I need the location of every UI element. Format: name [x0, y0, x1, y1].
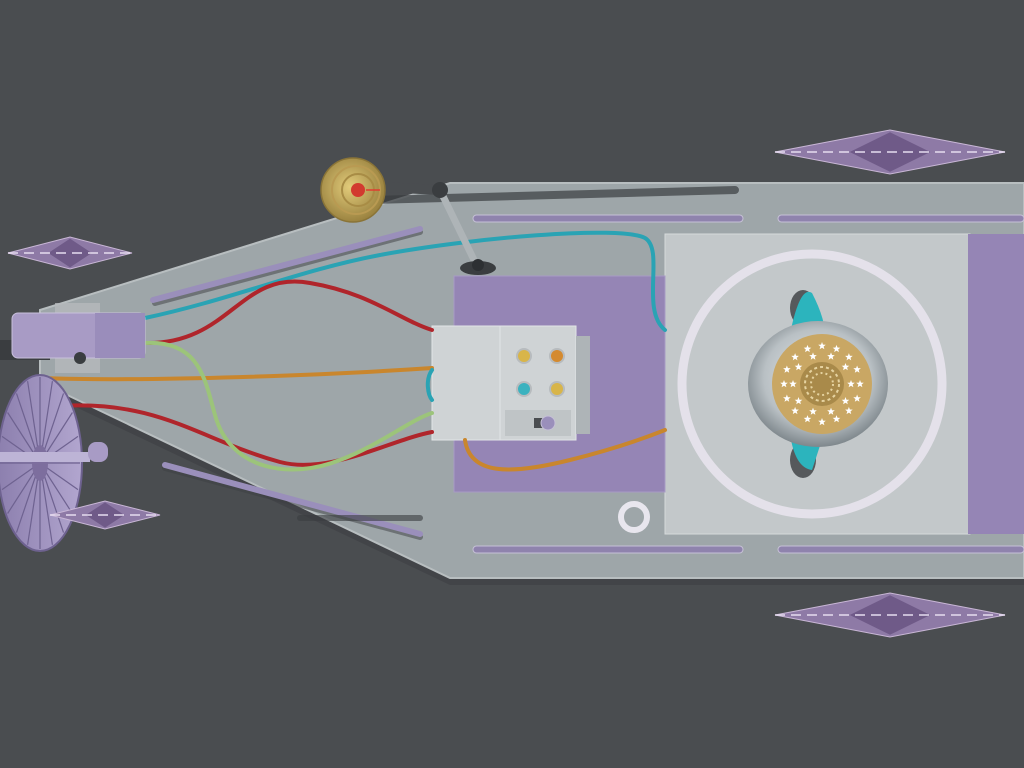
star-icon [832, 415, 841, 423]
star-icon [791, 353, 799, 361]
wire-red-upper [143, 279, 434, 346]
star-icon [845, 406, 853, 415]
indicator-lights [516, 348, 565, 397]
diamond-marker-icon [49, 500, 161, 530]
star-icon [789, 380, 797, 388]
star-icon [832, 344, 841, 353]
wire-orange-left [38, 366, 434, 382]
controller-box [431, 325, 590, 441]
star-icon [809, 407, 817, 415]
star-icon [803, 344, 812, 353]
plate-slots [150, 186, 1024, 554]
led-yellow-icon [516, 348, 532, 364]
star-ring [780, 342, 864, 426]
star-icon [827, 407, 835, 415]
diamond-markers [7, 129, 1006, 638]
led-orange-icon [549, 348, 565, 364]
star-icon [853, 365, 861, 373]
star-icon [818, 342, 826, 350]
star-icon [794, 363, 803, 371]
star-icon [783, 394, 791, 402]
star-icon [783, 365, 791, 373]
right-purple-strip [968, 234, 1024, 534]
star-icon [818, 418, 826, 426]
white-ring [677, 249, 947, 519]
turbine-icon [0, 374, 108, 552]
toggle-switch [534, 415, 556, 431]
star-icon [794, 397, 803, 405]
star-icon [845, 353, 853, 361]
star-icon [809, 352, 817, 360]
star-icon [803, 415, 812, 423]
wire-orange-right [463, 428, 667, 472]
led-amber-icon [549, 381, 565, 397]
washer-icon [618, 501, 650, 533]
star-icon [847, 380, 855, 388]
star-icon [791, 406, 799, 415]
diamond-marker-icon [7, 236, 133, 270]
star-icon [856, 380, 864, 388]
wires [38, 230, 667, 472]
led-cyan-icon [516, 381, 532, 397]
diamond-marker-icon [774, 129, 1006, 175]
wire-green [143, 340, 434, 472]
star-icon [853, 394, 861, 402]
wire-teal [143, 230, 667, 332]
star-icon [780, 380, 788, 388]
left-motor-block [0, 303, 146, 373]
star-icon [841, 363, 850, 371]
diamond-marker-icon [774, 592, 1006, 638]
teapot-icon [748, 290, 888, 478]
wire-red-lower [58, 403, 434, 467]
knob-icon [320, 157, 386, 223]
star-icon [841, 397, 850, 405]
star-icon [827, 352, 835, 360]
wire-teal-short [425, 368, 434, 402]
